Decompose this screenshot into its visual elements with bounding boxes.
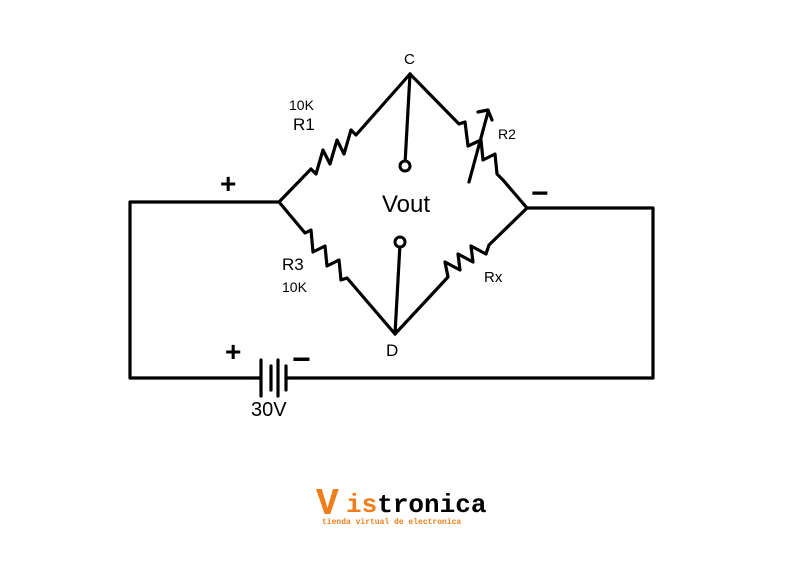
brand-logo-v: V [316, 483, 339, 526]
r1-value-label: 10K [289, 97, 315, 113]
brand-tagline: tienda virtual de electronica [322, 518, 461, 527]
vout-probe-c [398, 72, 412, 173]
node-label-d: D [386, 341, 398, 360]
brand-logo: V istronica tienda virtual de electronic… [316, 483, 486, 527]
battery-symbol [254, 358, 292, 398]
probe-terminal-d [393, 235, 407, 249]
polarity-plus-left: + [220, 168, 236, 199]
brand-v: V [316, 483, 339, 526]
bridge-arm-r1 [277, 72, 412, 204]
r2-name-label: R2 [498, 126, 516, 142]
bridge-arm-r2 [408, 72, 529, 210]
vout-label: Vout [382, 191, 430, 218]
r1-name-label: R1 [293, 115, 315, 134]
battery-minus-label: − [292, 341, 311, 377]
bridge-arm-rx [393, 206, 529, 336]
outer-wires [128, 200, 655, 380]
variable-arrow [467, 110, 490, 184]
battery-voltage-label: 30V [251, 399, 287, 421]
brand-logo-word: istronica [346, 490, 486, 520]
probe-terminal-c [398, 159, 412, 173]
rx-name-label: Rx [484, 269, 503, 286]
battery-plus-label: + [225, 336, 241, 367]
vout-probe-d [393, 235, 407, 336]
node-label-c: C [404, 51, 415, 68]
r3-name-label: R3 [282, 255, 304, 274]
brand-is: is [346, 490, 377, 520]
polarity-minus-right: − [531, 177, 549, 210]
bridge-arm-r3 [277, 200, 397, 336]
brand-tronica: tronica [377, 490, 486, 520]
r3-value-label: 10K [282, 279, 308, 295]
